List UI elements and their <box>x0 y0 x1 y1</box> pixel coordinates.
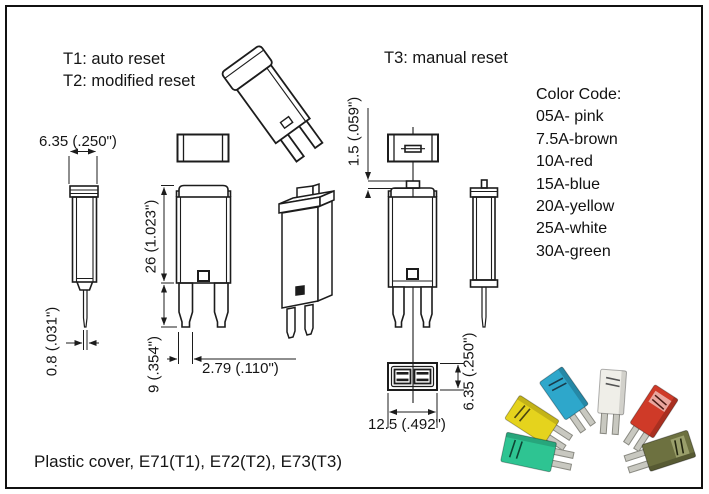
t2-3d-view-upright <box>278 182 335 339</box>
photo-fuse-teal <box>500 431 575 473</box>
dim-label-base-depth: 6.35 (.250") <box>460 332 478 411</box>
t3-front-view-drawing <box>387 180 438 328</box>
t2-heading: T2: modified reset <box>63 72 196 90</box>
t1-top-view-drawing <box>176 133 230 163</box>
color-code-entry: 05A- pink <box>536 108 604 126</box>
dim-label-body-height: 26 (1.023") <box>142 199 160 274</box>
photo-fuse-yellow <box>504 395 574 452</box>
photo-fuse-red <box>622 384 679 453</box>
color-code-entry: 15A-blue <box>536 175 601 193</box>
dim-label-blade-thickness: 0.8 (.031") <box>43 306 61 377</box>
color-code-entry: 30A-green <box>536 242 611 260</box>
dim-label-button-height: 1.5 (.059") <box>345 96 363 167</box>
t3-side-view-drawing <box>469 179 499 328</box>
product-photo <box>500 366 696 474</box>
color-code-heading: Color Code: <box>536 86 622 103</box>
dim-label-blade-width: 2.79 (.110") <box>202 360 279 377</box>
photo-fuse-olive <box>623 430 696 474</box>
dim-label-blade-length: 9 (.354") <box>145 335 163 394</box>
dimension-lines <box>66 108 464 428</box>
t1-3d-view-tilted <box>221 45 324 163</box>
color-code-entry: 10A-red <box>536 153 593 171</box>
footer-title: Plastic cover, E71(T1), E72(T2), E73(T3) <box>34 452 342 471</box>
t1-heading: T1: auto reset <box>63 50 165 68</box>
photo-fuse-blue <box>539 366 597 434</box>
color-code-entry: 20A-yellow <box>536 198 615 216</box>
dim-label-base-width: 12.5 (.492") <box>368 416 446 433</box>
t3-top-view-drawing <box>387 133 439 163</box>
color-code-entry: 25A-white <box>536 220 608 238</box>
color-code-legend: Color Code: 05A- pink 7.5A-brown 10A-red… <box>536 84 621 263</box>
dim-label-width: 6.35 (.250") <box>39 133 117 150</box>
t1-front-view-drawing <box>175 184 232 328</box>
t3-bottom-view-drawing <box>387 362 438 391</box>
t3-heading: T3: manual reset <box>384 49 508 67</box>
color-code-entry: 7.5A-brown <box>536 130 618 148</box>
photo-fuse-white <box>597 368 628 436</box>
t1-side-view-drawing <box>69 185 99 328</box>
